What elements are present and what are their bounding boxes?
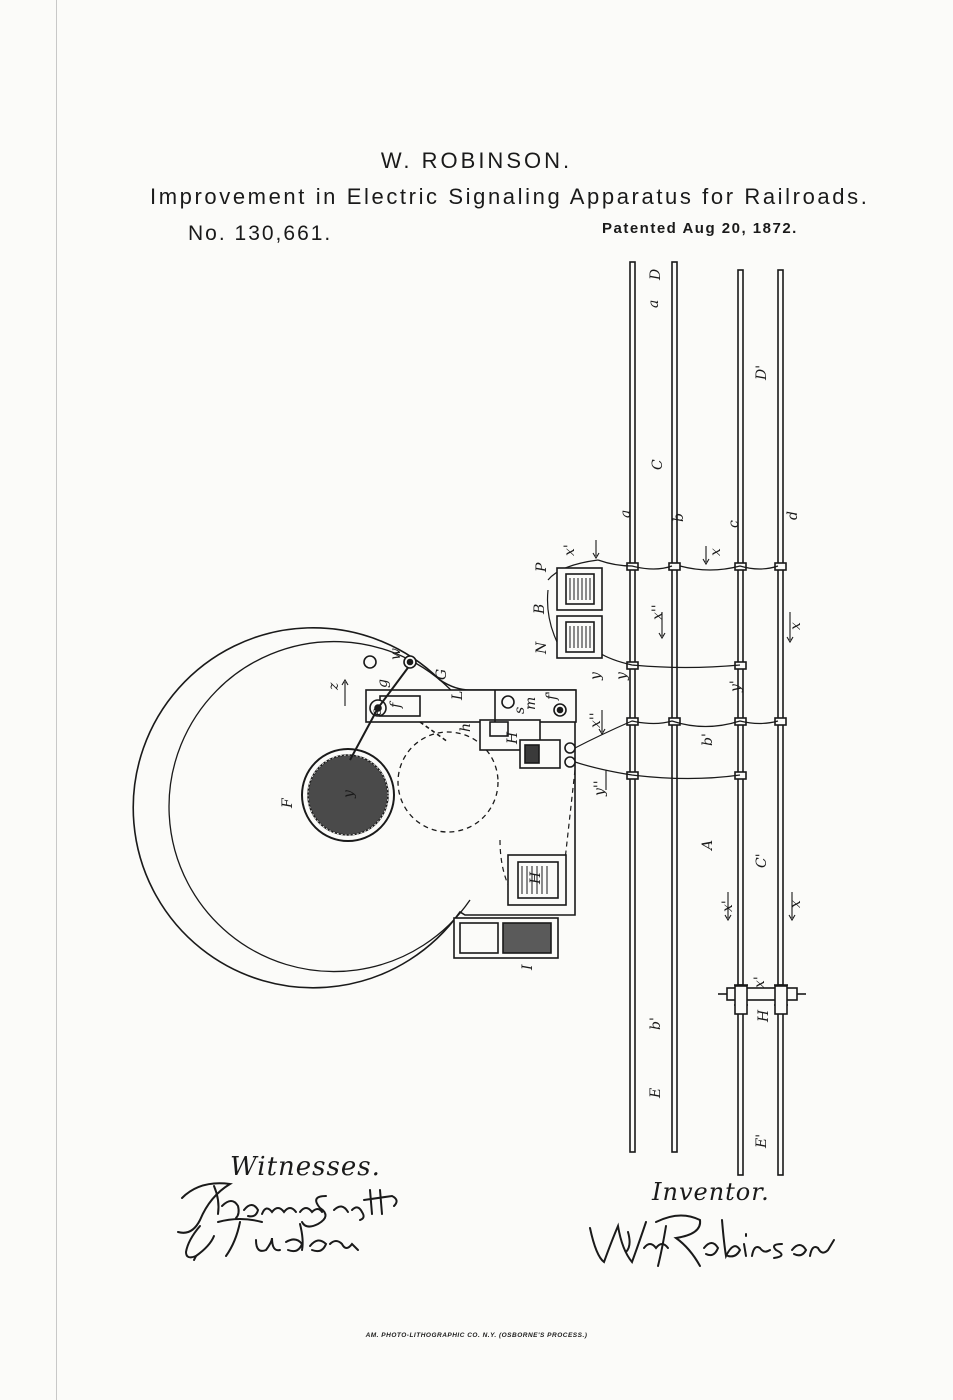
fig-letter: e: [369, 708, 385, 716]
fig-letter: a: [646, 300, 662, 308]
inventor-signature: [589, 1214, 835, 1267]
fig-letter: E': [754, 1134, 770, 1149]
fig-letter: x: [788, 622, 804, 630]
magnet-B: [556, 615, 603, 659]
fig-letter: E: [648, 1088, 664, 1099]
fig-letter: f': [544, 691, 560, 701]
fig-letter: H: [756, 1009, 772, 1023]
fig-letter: P: [534, 562, 550, 573]
fig-letter: H: [528, 871, 544, 885]
fig-letter: g: [375, 679, 391, 688]
fig-letter: I: [520, 964, 536, 971]
battery-box-I: [453, 917, 559, 959]
fig-letter: w: [388, 648, 404, 660]
margin-rule: [56, 0, 57, 1400]
fig-letter: C': [754, 853, 770, 868]
fig-letter: h: [458, 723, 474, 732]
fig-letter: x: [788, 900, 804, 908]
fig-letter: b: [671, 513, 687, 522]
fig-letter: x': [752, 976, 768, 988]
fig-letter: A: [700, 840, 716, 852]
fig-letter: B: [532, 604, 548, 615]
rail-b: [671, 261, 678, 1153]
patent-number: No. 130,661.: [188, 222, 333, 245]
fig-letter: H: [505, 731, 521, 745]
fig-letter: s: [512, 707, 528, 714]
fig-letter: x: [708, 548, 724, 556]
fig-letter: x': [720, 900, 736, 912]
fig-letter: D: [648, 269, 664, 281]
fig-letter: b': [700, 733, 716, 746]
magnet-P: [556, 567, 603, 611]
rail-a: [629, 261, 636, 1153]
fig-letter: F: [280, 797, 296, 809]
fig-letter: f: [388, 700, 404, 709]
fig-letter: m: [523, 697, 539, 710]
fig-letter: y': [728, 680, 744, 693]
fig-letter: G: [434, 669, 450, 680]
fig-letter: y: [341, 789, 357, 799]
fig-letter: a: [618, 510, 634, 518]
figure-letters: a D D' C a b c d x' x x'' x P B N G y y'…: [280, 269, 804, 1149]
fig-letter: L: [450, 691, 466, 701]
witnesses-label: Witnesses.: [230, 1152, 381, 1182]
inventor-label: Inventor.: [652, 1178, 770, 1206]
rails: [626, 261, 788, 1176]
fig-letter: b': [648, 1017, 664, 1030]
fig-letter: N: [534, 641, 550, 655]
fig-letter: y'': [592, 780, 608, 797]
fig-letter: x'': [650, 604, 666, 620]
patent-title: Improvement in Electric Signaling Appara…: [150, 184, 870, 209]
fig-letter: c: [726, 520, 742, 528]
fig-letter: y: [588, 671, 604, 681]
fig-letter: C: [650, 459, 666, 470]
lever-bar-G: [349, 655, 577, 769]
fig-letter: y: [614, 671, 630, 681]
patent-date: Patented Aug 20, 1872.: [602, 220, 798, 237]
inventor-name-heading: W. ROBINSON.: [380, 148, 573, 173]
fig-letter: D': [754, 365, 770, 381]
switch-H: [718, 985, 806, 1015]
direction-arrows: [341, 540, 796, 922]
fig-letter: z: [326, 682, 342, 691]
witness-2-signature: [184, 1218, 359, 1261]
fig-letter: x': [562, 544, 578, 556]
fig-letter: x'': [588, 712, 604, 728]
fig-letter: d: [785, 511, 801, 520]
witness-1-signature: [177, 1182, 398, 1234]
magnet-lower: [507, 854, 567, 906]
printer-credit: AM. PHOTO-LITHOGRAPHIC CO. N.Y. (OSBORNE…: [365, 1332, 588, 1339]
